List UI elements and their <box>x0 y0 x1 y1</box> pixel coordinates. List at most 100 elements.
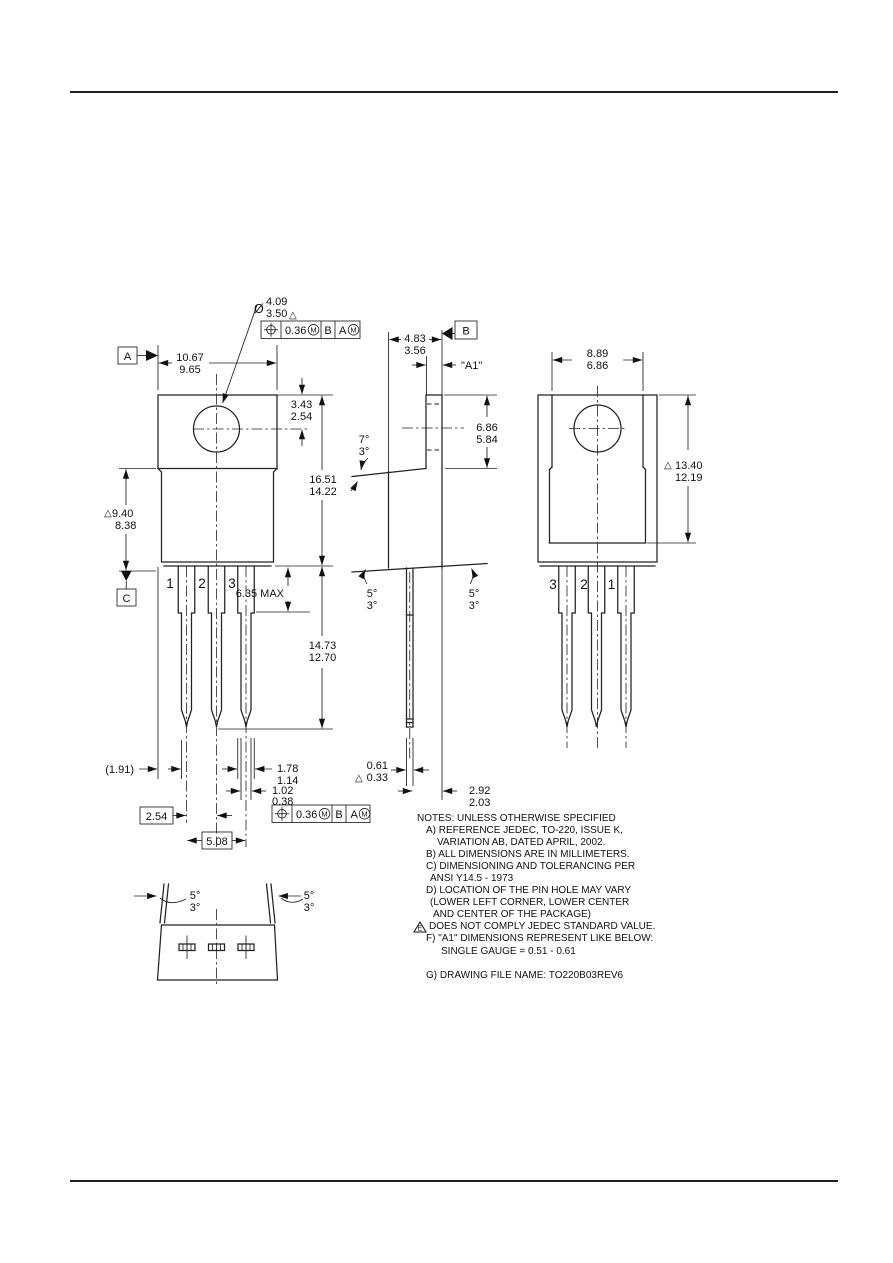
dim-angle-r-min: 3° <box>304 902 315 914</box>
note-d-cont: (LOWER LEFT CORNER, LOWER CENTER <box>430 897 630 909</box>
dim-angle-top-min: 3° <box>359 446 370 458</box>
dim-angle-br-min: 3° <box>469 600 480 612</box>
bottom-view: 5° 3° 5° 3° <box>134 883 315 987</box>
pin-number: 2 <box>198 576 206 591</box>
dim-angle-r-max: 5° <box>304 890 315 902</box>
pin-1 <box>617 565 635 728</box>
svg-text:M: M <box>310 326 316 335</box>
note-d-cont2: AND CENTER OF THE PACKAGE) <box>433 909 591 921</box>
dim-body-min: 8.38 <box>115 520 136 532</box>
dim-pinlen-max: 14.73 <box>309 640 337 652</box>
dim-back-width-max: 8.89 <box>587 348 608 360</box>
dim-tipw-max: 1.02 <box>272 785 293 797</box>
fcf-datum-b: B <box>335 809 342 821</box>
front-view: 1 2 3 10.67 9.65 A 3.43 2.54 16.51 14.22 <box>104 345 337 850</box>
dim-height-min: 14.22 <box>309 486 337 498</box>
m-modifier-icon: M <box>358 808 371 820</box>
m-modifier-icon: M <box>307 324 320 336</box>
dim-width-max: 10.67 <box>176 352 204 364</box>
fcf-tolerance: 0.36 <box>296 809 317 821</box>
diameter-symbol: Ø <box>254 302 264 316</box>
dim-angle-l-max: 5° <box>190 890 201 902</box>
note-c-cont: ANSI Y14.5 - 1973 <box>430 873 514 885</box>
dim-pint-max: 0.61 <box>367 760 388 772</box>
dim-a1: "A1" <box>461 360 482 372</box>
triangle-flag-icon: E <box>413 921 427 933</box>
position-symbol-icon <box>275 806 289 821</box>
dim-ref: (1.91) <box>105 764 134 776</box>
hole-dia-max: 4.09 <box>266 296 287 308</box>
position-symbol-icon <box>264 322 278 337</box>
datum-a-label: A <box>124 351 132 363</box>
note-d: D) LOCATION OF THE PIN HOLE MAY VARY <box>426 885 632 897</box>
dim-depth-max: 4.83 <box>404 333 425 345</box>
delta-flag: △ <box>664 460 672 471</box>
pin-number: 1 <box>608 577 616 592</box>
svg-text:2.54: 2.54 <box>146 811 167 823</box>
pin-number: 3 <box>228 576 236 591</box>
note-a-cont: VARIATION AB, DATED APRIL, 2002. <box>437 837 606 849</box>
note-f: F) "A1" DIMENSIONS REPRESENT LIKE BELOW: <box>426 933 654 945</box>
svg-text:M: M <box>350 326 356 335</box>
note-e: E DOES NOT COMPLY JEDEC STANDARD VALUE. <box>413 921 655 933</box>
dim-tab-min: 5.84 <box>476 434 497 446</box>
dim-hole-y-min: 2.54 <box>291 411 312 423</box>
notes-block: NOTES: UNLESS OTHERWISE SPECIFIED A) REF… <box>413 813 655 982</box>
dim-back-height-min: 12.19 <box>675 472 703 484</box>
note-e-text: DOES NOT COMPLY JEDEC STANDARD VALUE. <box>429 921 656 933</box>
delta-flag: △ <box>104 508 112 519</box>
svg-text:5.08: 5.08 <box>206 836 227 848</box>
pin-sections <box>178 935 255 959</box>
dim-body-max: 9.40 <box>112 508 133 520</box>
svg-text:E: E <box>418 926 423 933</box>
note-f-cont: SINGLE GAUGE = 0.51 - 0.61 <box>441 945 576 957</box>
datum-b-flag: B <box>442 320 478 340</box>
dim-pitch: 2.54 <box>139 806 232 825</box>
pin-number: 1 <box>166 576 174 591</box>
dim-pint-min: 0.33 <box>367 772 388 784</box>
pin-2 <box>587 565 606 728</box>
dim-angle-l-min: 3° <box>190 902 201 914</box>
dim-off-min: 2.03 <box>469 797 490 809</box>
dim-tab-max: 6.86 <box>476 422 497 434</box>
m-modifier-icon: M <box>318 808 331 820</box>
dim-depth-min: 3.56 <box>404 345 425 357</box>
dim-back-height-max: 13.40 <box>675 460 703 472</box>
note-b: B) ALL DIMENSIONS ARE IN MILLIMETERS. <box>426 849 630 861</box>
hole-dia-min: 3.50 <box>266 308 287 320</box>
dim-height-max: 16.51 <box>309 474 337 486</box>
dim-tipw-min: 0.38 <box>272 796 293 808</box>
pin-3 <box>558 565 576 728</box>
dim-angle-bl-max: 5° <box>367 588 378 600</box>
fcf-tolerance: 0.36 <box>285 325 306 337</box>
pin-number: 2 <box>580 577 588 592</box>
delta-flag: △ <box>289 310 297 321</box>
svg-text:M: M <box>361 810 367 819</box>
notes-spacer <box>413 958 655 970</box>
back-view: 3 2 1 8.89 6.86 △ 13.40 12.19 <box>537 348 703 748</box>
note-c: C) DIMENSIONING AND TOLERANCING PER <box>426 861 636 873</box>
fcf-datum-b: B <box>324 325 331 337</box>
feature-control-frame-bottom: 0.36 M B A M <box>271 804 371 823</box>
pin-number: 3 <box>549 577 557 592</box>
note-g: G) DRAWING FILE NAME: TO220B03REV6 <box>426 969 624 981</box>
pin-side <box>405 567 414 728</box>
datum-c-label: C <box>123 593 131 605</box>
notes-title: NOTES: UNLESS OTHERWISE SPECIFIED <box>417 813 616 824</box>
feature-control-frame-top: 0.36 M B A M <box>260 320 361 339</box>
note-a: A) REFERENCE JEDEC, TO-220, ISSUE K, <box>426 825 623 837</box>
delta-flag: △ <box>355 773 363 784</box>
dim-pinlen-min: 12.70 <box>309 652 337 664</box>
dim-angle-top-max: 7° <box>359 434 370 446</box>
dim-angle-bl-min: 3° <box>367 600 378 612</box>
dim-width-min: 9.65 <box>179 364 200 376</box>
fcf-datum-a: A <box>339 325 347 337</box>
dim-pinw-min: 1.14 <box>277 775 298 787</box>
svg-text:M: M <box>321 810 327 819</box>
dim-pinw-max: 1.78 <box>277 763 298 775</box>
datum-c-flag: C <box>116 571 137 607</box>
dim-span: 5.08 <box>187 831 246 850</box>
dim-off-max: 2.92 <box>469 785 490 797</box>
dim-back-width-min: 6.86 <box>587 360 608 372</box>
